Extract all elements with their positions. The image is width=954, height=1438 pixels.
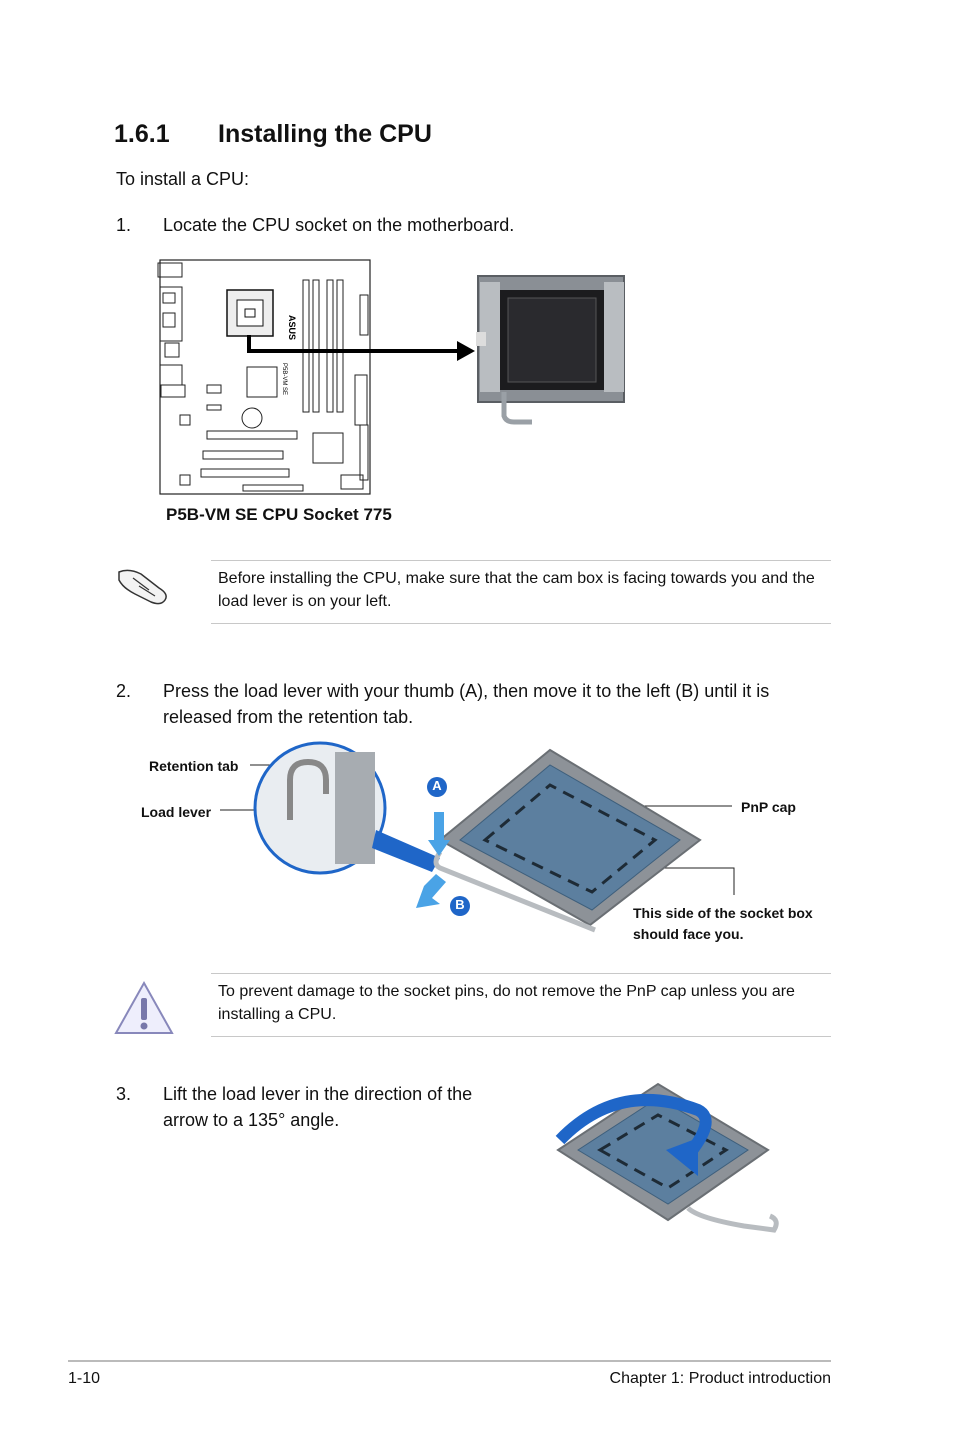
- section-title: Installing the CPU: [218, 120, 432, 148]
- step-2-text: Press the load lever with your thumb (A)…: [163, 681, 770, 727]
- footer-rule: [68, 1360, 831, 1362]
- note-top-rule: [211, 560, 831, 561]
- caution-bottom-rule: [211, 1036, 831, 1037]
- board-marking: P5B-VM SE: [281, 363, 287, 395]
- section-number: 1.6.1: [114, 120, 170, 148]
- figure1-caption: P5B-VM SE CPU Socket 775: [166, 505, 392, 524]
- hand-note-icon: [118, 569, 167, 605]
- load-lever-diagram: [220, 741, 735, 933]
- step-3-number: 3.: [116, 1084, 132, 1104]
- pnp-cap-label: PnP cap: [741, 799, 796, 815]
- badge-a: A: [432, 778, 442, 793]
- intro-text: To install a CPU:: [116, 169, 250, 189]
- note-bottom-rule: [211, 623, 831, 624]
- caution-text: To prevent damage to the socket pins, do…: [218, 983, 795, 1023]
- retention-tab-label: Retention tab: [149, 758, 239, 774]
- step-2-number: 2.: [116, 681, 132, 701]
- cpu-socket-photo: [476, 275, 625, 425]
- step-1-text: Locate the CPU socket on the motherboard…: [163, 215, 515, 235]
- pointer-arrow: [247, 335, 475, 361]
- step-1-number: 1.: [116, 215, 132, 235]
- note-text: Before installing the CPU, make sure tha…: [218, 570, 815, 610]
- badge-b: B: [455, 897, 465, 912]
- lever-lift-diagram: [555, 1082, 779, 1233]
- asus-logo: ASUS: [287, 315, 297, 340]
- chapter-title: Chapter 1: Product introduction: [609, 1370, 831, 1387]
- caution-top-rule: [211, 973, 831, 974]
- load-lever-label: Load lever: [141, 804, 212, 820]
- socket-side-label: This side of the socket box should face …: [633, 905, 813, 942]
- motherboard-diagram: ASUS P5B-VM SE: [157, 259, 371, 495]
- step-3-text: Lift the load lever in the direction of …: [163, 1084, 473, 1130]
- page-number: 1-10: [68, 1370, 101, 1387]
- warning-triangle-icon: [114, 980, 174, 1034]
